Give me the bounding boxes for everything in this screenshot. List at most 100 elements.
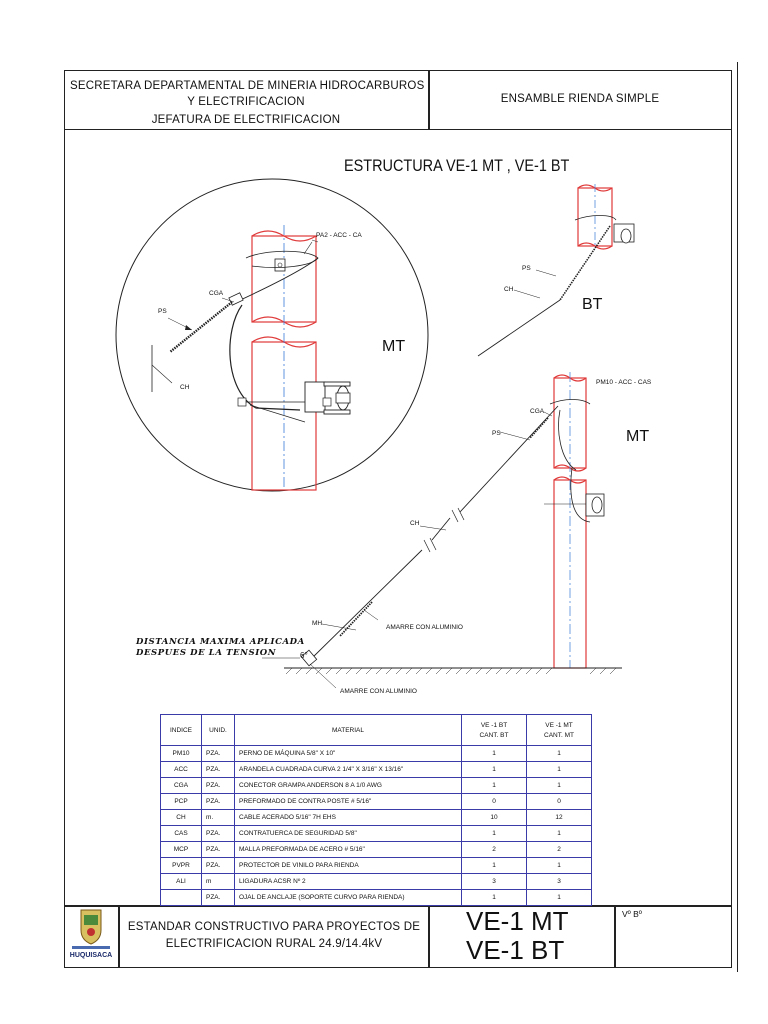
label-angle: 6°	[300, 651, 308, 660]
detail-spool-insulator	[237, 381, 351, 423]
header-cant-bt: VE -1 BT CANT. BT	[461, 714, 527, 746]
cell-bt: 3	[461, 873, 527, 890]
cell-unid: m	[201, 873, 235, 890]
structure-title: ESTRUCTURA VE-1 MT , VE-1 BT	[344, 156, 570, 175]
distance-note-line1: DISTANCIA MAXIMA APLICADA	[136, 637, 305, 647]
cell-material: OJAL DE ANCLAJE (SOPORTE CURVO PARA RIEN…	[234, 889, 462, 906]
cell-indice: ALI	[160, 873, 202, 890]
title-block-div1	[118, 906, 120, 968]
label-cga-detail: CGA	[209, 290, 224, 297]
cell-material: CONTRATUERCA DE SEGURIDAD 5/8"	[234, 825, 462, 842]
header-mt-line1: VE -1 MT	[545, 721, 573, 729]
cell-unid: PZA.	[201, 857, 235, 874]
cell-unid: PZA.	[201, 745, 235, 762]
cell-material: ARANDELA CUADRADA CURVA 2 1/4" X 3/16" X…	[234, 761, 462, 778]
cell-mt: 1	[526, 889, 592, 906]
label-ps-bt: PS	[522, 265, 531, 272]
header-indice: INDICE	[160, 714, 202, 746]
doc-title: ENSAMBLE RIENDA SIMPLE	[500, 93, 660, 105]
approval-label: Vº Bº	[622, 909, 642, 919]
code-line-2: VE-1 BT	[466, 935, 565, 965]
logo: HUQUISACA	[66, 906, 116, 964]
ground-line	[262, 649, 622, 689]
header-cant-mt: VE -1 MT CANT. MT	[526, 714, 592, 746]
label-pm10-acc-cas: PM10 - ACC - CAS	[596, 379, 652, 386]
crest-icon	[72, 909, 110, 949]
cell-bt: 1	[461, 745, 527, 762]
cell-bt: 1	[461, 761, 527, 778]
cell-indice: PCP	[160, 793, 202, 810]
cell-bt: 2	[461, 841, 527, 858]
standard-line-2: ELECTRIFICACION RURAL 24.9/14.4kV	[165, 938, 383, 950]
label-pa2-acc-ca: PA2 - ACC - CA	[316, 232, 362, 239]
label-ch-detail: CH	[180, 384, 190, 391]
cell-mt: 1	[526, 745, 592, 762]
cell-unid: PZA.	[201, 777, 235, 794]
cell-material: PREFORMADO DE CONTRA POSTE # 5/16"	[234, 793, 462, 810]
bt-pole	[477, 184, 635, 357]
header-block	[64, 70, 732, 130]
cell-mt: 2	[526, 841, 592, 858]
title-block-div3	[614, 906, 616, 968]
cell-indice: CAS	[160, 825, 202, 842]
header-mt-line2: CANT. MT	[544, 731, 574, 739]
table-row: PZA.OJAL DE ANCLAJE (SOPORTE CURVO PARA …	[160, 889, 592, 906]
cell-bt: 1	[461, 825, 527, 842]
cell-indice: PVPR	[160, 857, 202, 874]
label-bt: BT	[582, 296, 603, 313]
cell-mt: 3	[526, 873, 592, 890]
cell-mt: 12	[526, 809, 592, 826]
cell-bt: 0	[461, 793, 527, 810]
cell-material: PERNO DE MÁQUINA 5/8" X 10"	[234, 745, 462, 762]
label-cga-mt: CGA	[530, 408, 545, 415]
title-block-div2	[428, 906, 430, 968]
cell-material: LIGADURA ACSR Nº 2	[234, 873, 462, 890]
header-bt-line2: CANT. BT	[479, 731, 509, 739]
cell-unid: PZA.	[201, 841, 235, 858]
header-bt-line1: VE -1 BT	[480, 721, 508, 729]
cell-mt: 1	[526, 825, 592, 842]
cell-mt: 1	[526, 761, 592, 778]
cell-indice: ACC	[160, 761, 202, 778]
cell-bt: 1	[461, 889, 527, 906]
header-divider	[428, 70, 430, 130]
cell-unid: PZA.	[201, 825, 235, 842]
cell-unid: PZA.	[201, 889, 235, 906]
label-mt-detail: MT	[382, 338, 406, 355]
standard-line-1: ESTANDAR CONSTRUCTIVO PARA PROYECTOS DE	[127, 921, 421, 933]
cell-unid: PZA.	[201, 793, 235, 810]
title-block	[64, 906, 732, 968]
org-line-2: Y ELECTRIFICACION	[187, 96, 305, 108]
mt-pole	[309, 372, 605, 669]
cell-material: CONECTOR GRAMPA ANDERSON 8 A 1/0 AWG	[234, 777, 462, 794]
org-line-3: JEFATURA DE ELECTRIFICACION	[151, 114, 341, 126]
logo-text: HUQUISACA	[69, 952, 113, 959]
label-ch-mt: CH	[410, 520, 420, 527]
cell-indice: CGA	[160, 777, 202, 794]
drawing-frame	[64, 130, 732, 906]
cell-indice: CH	[160, 809, 202, 826]
label-mh: MH	[312, 620, 323, 627]
code-line-1: VE-1 MT	[466, 906, 569, 936]
frame-right-edge	[737, 62, 738, 972]
cell-material: PROTECTOR DE VINILO PARA RIENDA	[234, 857, 462, 874]
cell-indice: PM10	[160, 745, 202, 762]
cell-indice	[160, 889, 202, 906]
cell-mt: 1	[526, 857, 592, 874]
label-ps-detail: PS	[158, 308, 167, 315]
label-amarre-lower: AMARRE CON ALUMINIO	[340, 688, 417, 695]
cell-mt: 0	[526, 793, 592, 810]
header-unid: UNID.	[201, 714, 235, 746]
cell-mt: 1	[526, 777, 592, 794]
cell-bt: 1	[461, 857, 527, 874]
label-mt: MT	[626, 428, 650, 445]
